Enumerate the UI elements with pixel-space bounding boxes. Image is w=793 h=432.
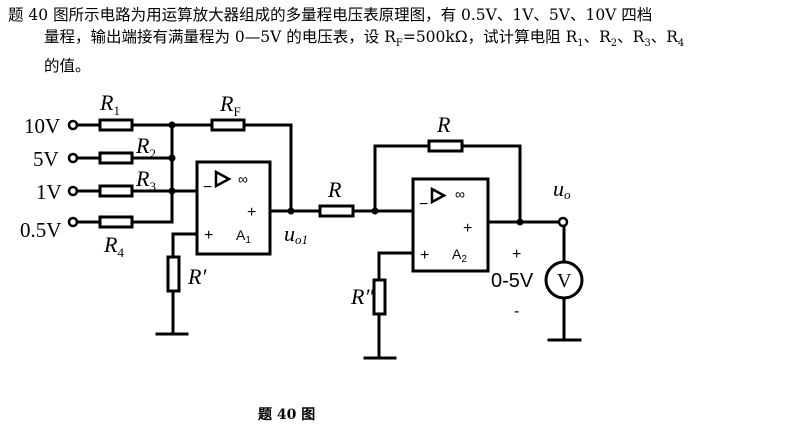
resistor-rf <box>210 118 246 132</box>
meter-range: 0-5V <box>491 270 534 292</box>
opamp-minus: − <box>419 196 428 213</box>
wire <box>171 232 199 259</box>
label-r-double-prime: R″ <box>350 284 374 309</box>
resistor-r3 <box>98 184 134 198</box>
subscript: 1 <box>577 38 584 50</box>
subscript: F <box>395 38 403 50</box>
subscript: 2 <box>610 38 618 50</box>
label-rf: RF <box>219 91 241 119</box>
label-a1: A1 <box>236 227 251 246</box>
opamp-plus-in: + <box>420 247 429 264</box>
opamp-infinity: ∞ <box>238 171 248 187</box>
resistor-r2 <box>98 151 134 165</box>
label-uo: uo <box>553 176 571 202</box>
problem-statement: 题 40 图所示电路为用运算放大器组成的多量程电压表原理图，有 0.5V、1V、… <box>8 4 788 77</box>
text: 、R <box>583 28 611 46</box>
label-r3: R3 <box>135 166 156 194</box>
input-label-5v: 5V <box>33 147 59 171</box>
resistor-r-double-prime <box>372 278 387 316</box>
junction-dot <box>168 154 176 162</box>
meter-minus: - <box>514 303 519 320</box>
problem-line-2: 量程，输出端接有满量程为 0—5V 的电压表，设 RF=500kΩ，试计算电阻 … <box>8 26 788 55</box>
resistor-series-r <box>318 204 355 218</box>
voltmeter-symbol: V <box>557 270 572 292</box>
input-label-10v: 10V <box>24 114 60 138</box>
opamp-triangle-icon <box>214 169 232 189</box>
resistor-feedback-r <box>427 139 464 153</box>
opamp-minus: − <box>203 179 212 196</box>
opamp-a2 <box>411 177 490 273</box>
input-label-1v: 1V <box>36 180 62 204</box>
junction-dot <box>516 218 524 226</box>
opamp-plus-in: + <box>204 227 213 244</box>
text: 、R <box>650 28 678 46</box>
label-a2: A2 <box>452 246 467 265</box>
label-r4: R4 <box>103 232 124 260</box>
opamp-plus-out: + <box>463 220 472 237</box>
junction-dot <box>287 207 295 215</box>
label-feedback-r: R <box>436 112 451 137</box>
junction-dot <box>168 187 176 195</box>
text: 、R <box>617 28 645 46</box>
label-series-r: R <box>327 177 342 202</box>
label-r1: R1 <box>99 90 120 118</box>
wire-feedback1 <box>242 123 293 213</box>
input-label-0-5v: 0.5V <box>20 218 61 242</box>
label-uo1: uo1 <box>284 221 308 247</box>
problem-line-1: 题 40 图所示电路为用运算放大器组成的多量程电压表原理图，有 0.5V、1V、… <box>8 6 653 24</box>
subscript: 4 <box>677 38 685 50</box>
wire <box>460 144 522 224</box>
wire <box>373 144 431 213</box>
meter-plus: + <box>512 246 521 263</box>
figure-caption: 题 40 图 <box>258 407 316 423</box>
opamp-plus-out: + <box>247 204 256 221</box>
text: 量程，输出端接有满量程为 0—5V 的电压表，设 R <box>44 28 396 46</box>
opamp-a1 <box>195 160 272 256</box>
wire <box>377 251 415 282</box>
problem-line-3: 的值。 <box>44 57 91 76</box>
text: =500kΩ，试计算电阻 R <box>402 28 578 46</box>
resistor-r4 <box>98 215 134 229</box>
junction-dot <box>168 121 176 129</box>
opamp-triangle-icon <box>430 186 447 205</box>
label-r2: R2 <box>135 133 156 161</box>
opamp-infinity: ∞ <box>455 186 465 202</box>
resistor-r1 <box>98 118 134 132</box>
label-r-prime: R′ <box>187 264 207 289</box>
resistor-r-prime <box>166 255 181 293</box>
subscript: 3 <box>644 38 651 50</box>
